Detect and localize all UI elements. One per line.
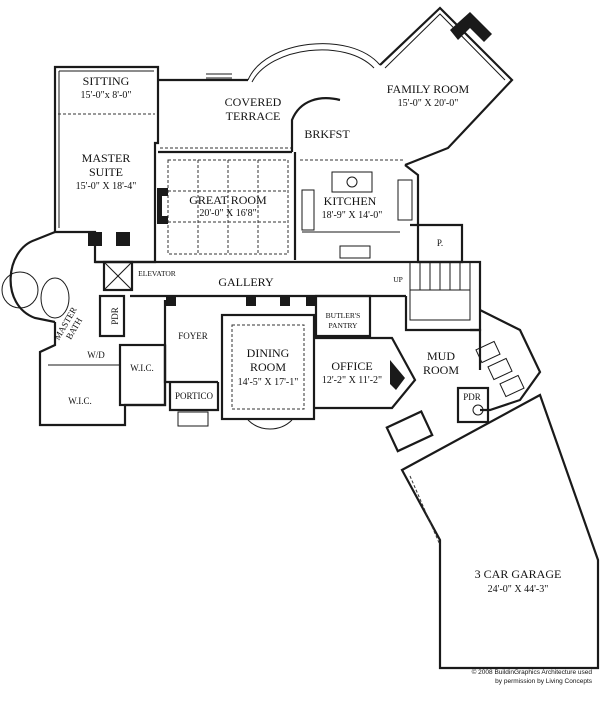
sitting-dims: 15'-0"x 8'-0" bbox=[81, 90, 132, 101]
mud-room-label-2: ROOM bbox=[423, 363, 459, 377]
office-dims: 12'-2" X 11'-2" bbox=[322, 375, 382, 386]
garage-dims: 24'-0" X 44'-3" bbox=[488, 584, 549, 595]
wic-right-label: W.I.C. bbox=[130, 363, 153, 373]
kitchen-dims: 18'-9" X 14'-0" bbox=[322, 210, 383, 221]
family-room-dims: 15'-0" X 20'-0" bbox=[398, 98, 459, 109]
great-room-dims: 20'-0" X 16'8" bbox=[199, 208, 256, 219]
pdr-right-label: PDR bbox=[463, 392, 481, 402]
wic-left-label: W.I.C. bbox=[68, 396, 91, 406]
butlers-pantry-label-1: BUTLER'S bbox=[326, 311, 361, 320]
stairs-up-label: UP bbox=[393, 275, 403, 284]
master-suite-label-1: MASTER bbox=[82, 151, 131, 165]
elevator-label: ELEVATOR bbox=[138, 269, 176, 278]
copyright-line-2: by permission by Living Concepts bbox=[495, 678, 593, 685]
master-suite-dims: 15'-0" X 18'-4" bbox=[76, 181, 137, 192]
office-label: OFFICE bbox=[331, 359, 372, 373]
covered-terrace-label-1: COVERED bbox=[225, 95, 282, 109]
portico-label: PORTICO bbox=[175, 391, 213, 401]
pantry-label: P. bbox=[437, 238, 443, 248]
dining-room-dims: 14'-5" X 17'-1" bbox=[238, 377, 299, 388]
foyer-label: FOYER bbox=[178, 331, 208, 341]
kitchen-label: KITCHEN bbox=[324, 194, 377, 208]
room-labels: SITTING 15'-0"x 8'-0" MASTER SUITE 15'-0… bbox=[52, 74, 561, 595]
dining-room-label-1: DINING bbox=[247, 346, 290, 360]
wd-label: W/D bbox=[87, 350, 105, 360]
pdr-left-label: PDR bbox=[110, 307, 120, 325]
master-suite-label-2: SUITE bbox=[89, 165, 123, 179]
brkfst-label: BRKFST bbox=[304, 127, 350, 141]
great-room-label: GREAT ROOM bbox=[189, 193, 267, 207]
butlers-pantry-label-2: PANTRY bbox=[329, 321, 358, 330]
copyright-line-1: © 2008 BuildinGraphics Architecture used bbox=[472, 668, 593, 676]
covered-terrace-label-2: TERRACE bbox=[226, 109, 281, 123]
sitting-label: SITTING bbox=[83, 74, 130, 88]
walls bbox=[1, 6, 600, 670]
gallery-label: GALLERY bbox=[218, 275, 274, 289]
mud-room-label-1: MUD bbox=[427, 349, 455, 363]
family-room-label: FAMILY ROOM bbox=[387, 82, 470, 96]
garage-label: 3 CAR GARAGE bbox=[475, 567, 562, 581]
dining-room-label-2: ROOM bbox=[250, 360, 286, 374]
